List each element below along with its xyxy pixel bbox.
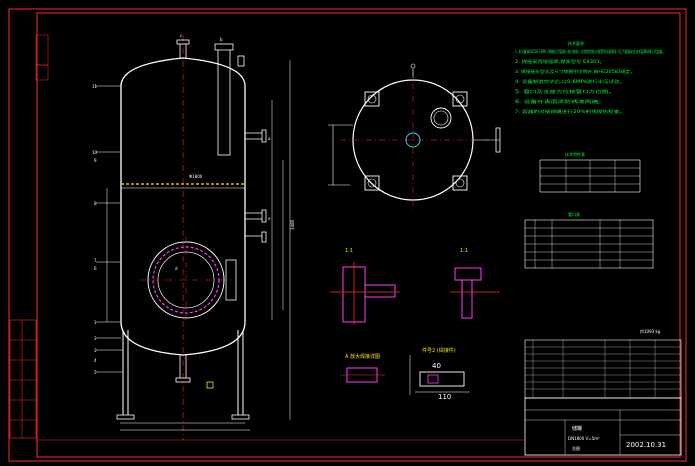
nozzle-label-e: e [268,216,271,221]
part-label-8: 8 [94,201,97,206]
note-7: 7. 容器的对接焊缝进行20%射线探伤检查。 [515,108,625,114]
note-3: 3. 焊接接头型式及尺寸除图中注明外,按HG20583规定。 [515,68,635,74]
svg-text:件号2 (焊接件): 件号2 (焊接件) [422,347,456,354]
mass-label: 约1093 kg [640,328,661,334]
detail-section-2: 1:1 [450,248,500,319]
note-5: 5. 管口及支座方位按管口方位图。 [515,88,615,94]
note-2: 2. 焊接采用电弧焊,焊条型号 E4303。 [515,58,605,64]
detail-section-1: 1:1 [330,248,400,325]
part-label-11: 11 [92,84,98,89]
nozzle-table: 管口表 [524,211,654,269]
dim-40: 40 [432,362,441,370]
note-4: 4. 设备制造完毕后,以0.6MPa进行水压试验。 [515,78,625,84]
part-label-1: 1 [94,320,97,325]
tech-spec-table: 技术特性表 [539,151,641,193]
drawing-date: 2002.10.31 [626,441,666,449]
svg-text:1:1: 1:1 [460,248,468,254]
title-block: 储罐 DN1800 V=5m³ 总图 2002.10.31 [524,397,682,456]
nozzle-label-a: a [268,136,271,141]
part-label-5: 5 [94,370,97,375]
part-label-6: 6 [94,266,97,271]
bill-of-materials [524,339,682,399]
title-block-type: 总图 [572,445,580,451]
nozzle-label-d: d [175,266,178,271]
dim-110: 110 [438,393,451,401]
left-margin-labels [9,34,49,439]
vessel-front-view [106,35,291,440]
part-label-7: 7 [94,258,97,263]
tech-table-title: 技术特性表 [565,151,585,157]
part-callouts: 11 10 9 8 7 6 1 2 3 4 5 c b a d e Φ1800 … [92,33,295,375]
nozzle-label-b: b [220,37,223,42]
outer-frame [8,8,687,462]
note-1: 1. 本设备按GB150-1998《钢制压力容器》进行制造、试验和验收,并接受劳… [515,48,665,54]
vessel-top-view [328,63,501,212]
title-block-spec: DN1800 V=5m³ [568,436,600,441]
part-label-9: 9 [94,158,97,163]
part-label-3: 3 [94,348,97,353]
nozzle-label-c: c [180,33,182,38]
notes-title: 技术要求 [568,40,584,46]
detail-part-2: 件号2 (焊接件) 40 110 [409,347,470,401]
note-6: 6. 设备外表面涂防锈漆两遍。 [515,98,605,104]
part-label-10: 10 [92,150,98,155]
detail-weld-A: A 放大焊接详图 [340,353,385,383]
technical-notes: 技术要求 1. 本设备按GB150-1998《钢制压力容器》进行制造、试验和验收… [515,40,665,114]
part-label-4: 4 [94,358,97,363]
svg-text:1:1: 1:1 [345,248,353,254]
part-label-2: 2 [94,336,97,341]
diameter-dim: Φ1800 [189,174,203,179]
title-block-name: 储罐 [572,425,582,432]
inner-frame [36,12,681,458]
nozzle-table-title: 管口表 [568,211,580,217]
svg-text:A 放大焊接详图: A 放大焊接详图 [345,353,380,360]
height-dim: 3480 [290,219,295,230]
